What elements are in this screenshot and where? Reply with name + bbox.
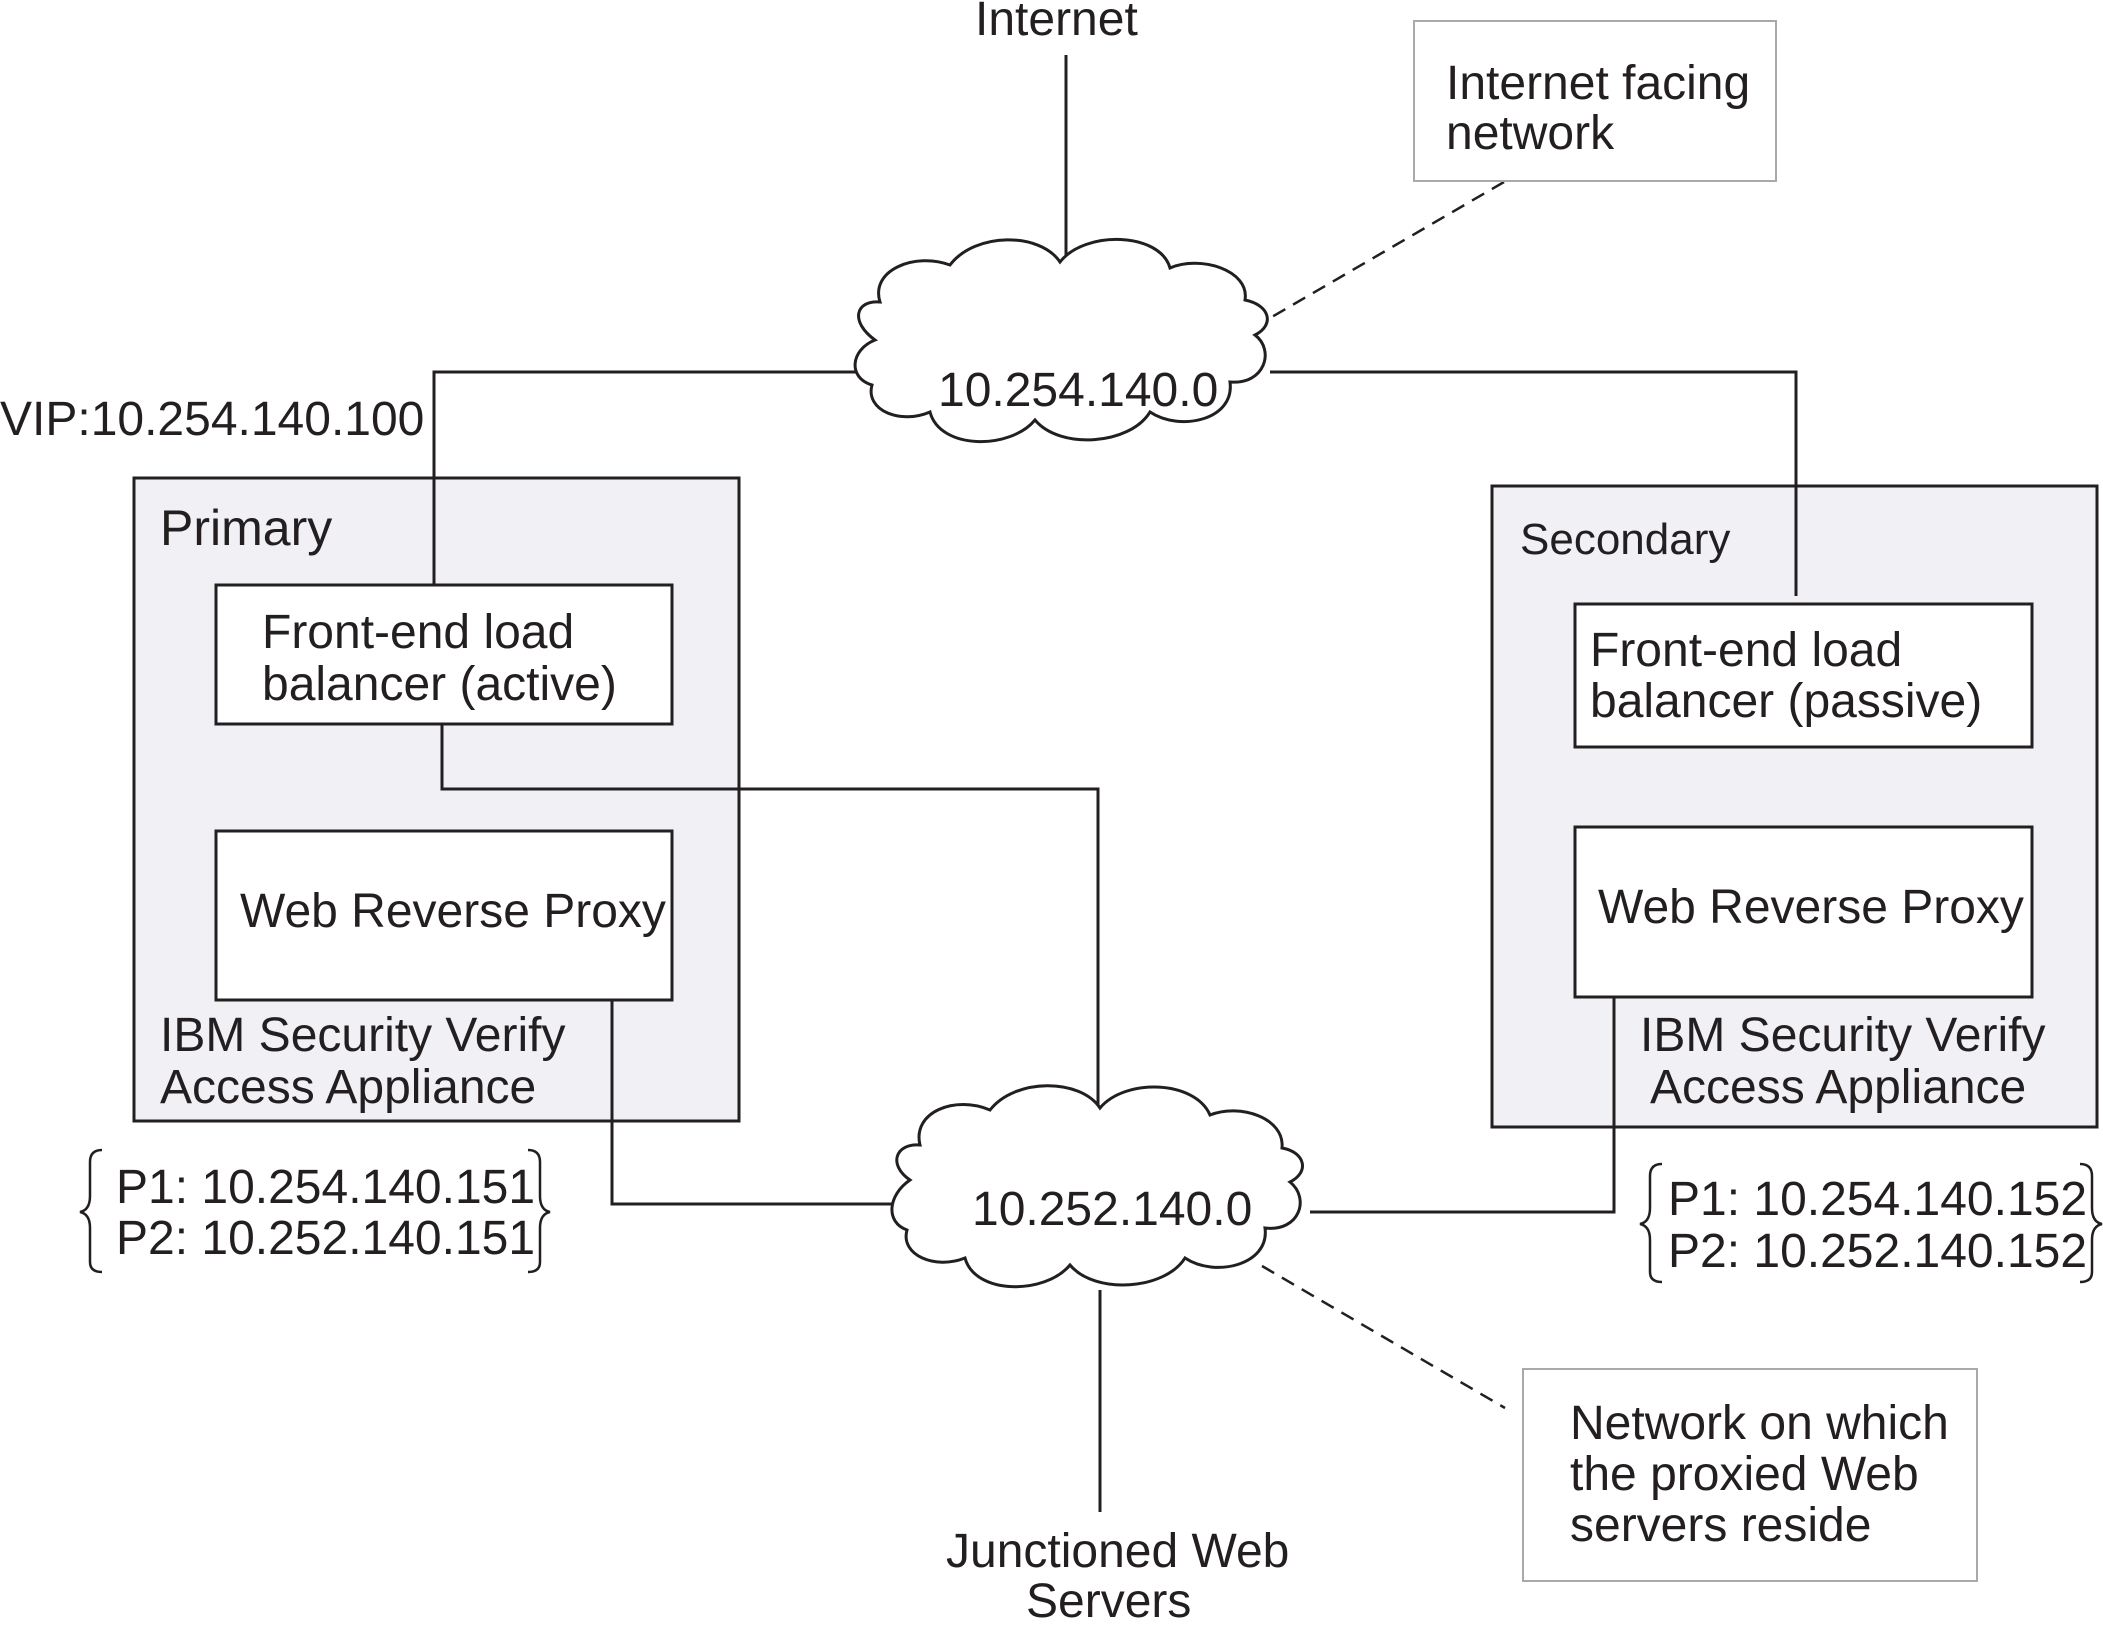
primary-lb-box (214, 583, 674, 726)
secondary-lb-uplink (1270, 370, 1798, 596)
primary-appliance-line2: Access Appliance (160, 1061, 537, 1114)
cloud-bottom (890, 1084, 1304, 1289)
secondary-proxy-link (1310, 998, 1616, 1214)
internet-label: Internet (975, 0, 1138, 46)
cloud-top (853, 237, 1269, 444)
primary-brace-right (527, 1148, 551, 1274)
secondary-lb-line2: balancer (passive) (1590, 675, 1983, 728)
primary-appliance-line1: IBM Security Verify (160, 1009, 566, 1062)
primary-lb-uplink (432, 370, 868, 585)
primary-lb-line1: Front-end load (262, 606, 575, 659)
primary-proxy-box (214, 829, 674, 1002)
internet-note-box (1413, 20, 1777, 182)
primary-title: Primary (160, 500, 333, 556)
primary-proxy-label: Web Reverse Proxy (240, 885, 666, 938)
secondary-p1-address: P1: 10.254.140.152 (1668, 1173, 2088, 1226)
primary-brace-left (79, 1148, 103, 1274)
secondary-brace-left (1639, 1162, 1663, 1284)
junctioned-line1: Junctioned Web (946, 1525, 1290, 1578)
primary-lb-line2: balancer (active) (262, 658, 617, 711)
secondary-lb-box (1573, 602, 2034, 749)
secondary-appliance-line2: Access Appliance (1650, 1061, 2027, 1114)
internet-note-pointer (1245, 180, 1505, 334)
secondary-title: Secondary (1520, 515, 1731, 564)
junctioned-line2: Servers (1026, 1575, 1192, 1628)
proxied-note-pointer (1261, 1264, 1506, 1410)
secondary-proxy-label: Web Reverse Proxy (1598, 881, 2024, 934)
primary-p1-address: P1: 10.254.140.151 (116, 1161, 536, 1214)
vip-label: VIP:10.254.140.100 (0, 393, 425, 446)
proxied-note-line3: servers reside (1570, 1499, 1872, 1552)
proxied-note-line2: the proxied Web (1570, 1448, 1919, 1501)
brace-marks (79, 1148, 2103, 1284)
secondary-proxy-box (1573, 825, 2034, 999)
proxied-note-box (1522, 1368, 1978, 1582)
connection-lines (432, 55, 1798, 1512)
proxied-note-line1: Network on which (1570, 1397, 1949, 1450)
secondary-p2-address: P2: 10.252.140.152 (1668, 1225, 2088, 1278)
primary-lb-downlink (440, 725, 1100, 1123)
internet-note-line2: network (1446, 107, 1615, 160)
cloud-bottom-label: 10.252.140.0 (972, 1183, 1253, 1236)
primary-p2-address: P2: 10.252.140.151 (116, 1212, 536, 1265)
internet-note-line1: Internet facing (1446, 57, 1751, 110)
callout-lines (1245, 180, 1506, 1410)
primary-proxy-link (610, 1001, 908, 1206)
secondary-appliance-line1: IBM Security Verify (1640, 1009, 2046, 1062)
secondary-brace-right (2079, 1162, 2103, 1284)
secondary-lb-line1: Front-end load (1590, 624, 1903, 677)
cloud-top-label: 10.254.140.0 (938, 364, 1219, 417)
